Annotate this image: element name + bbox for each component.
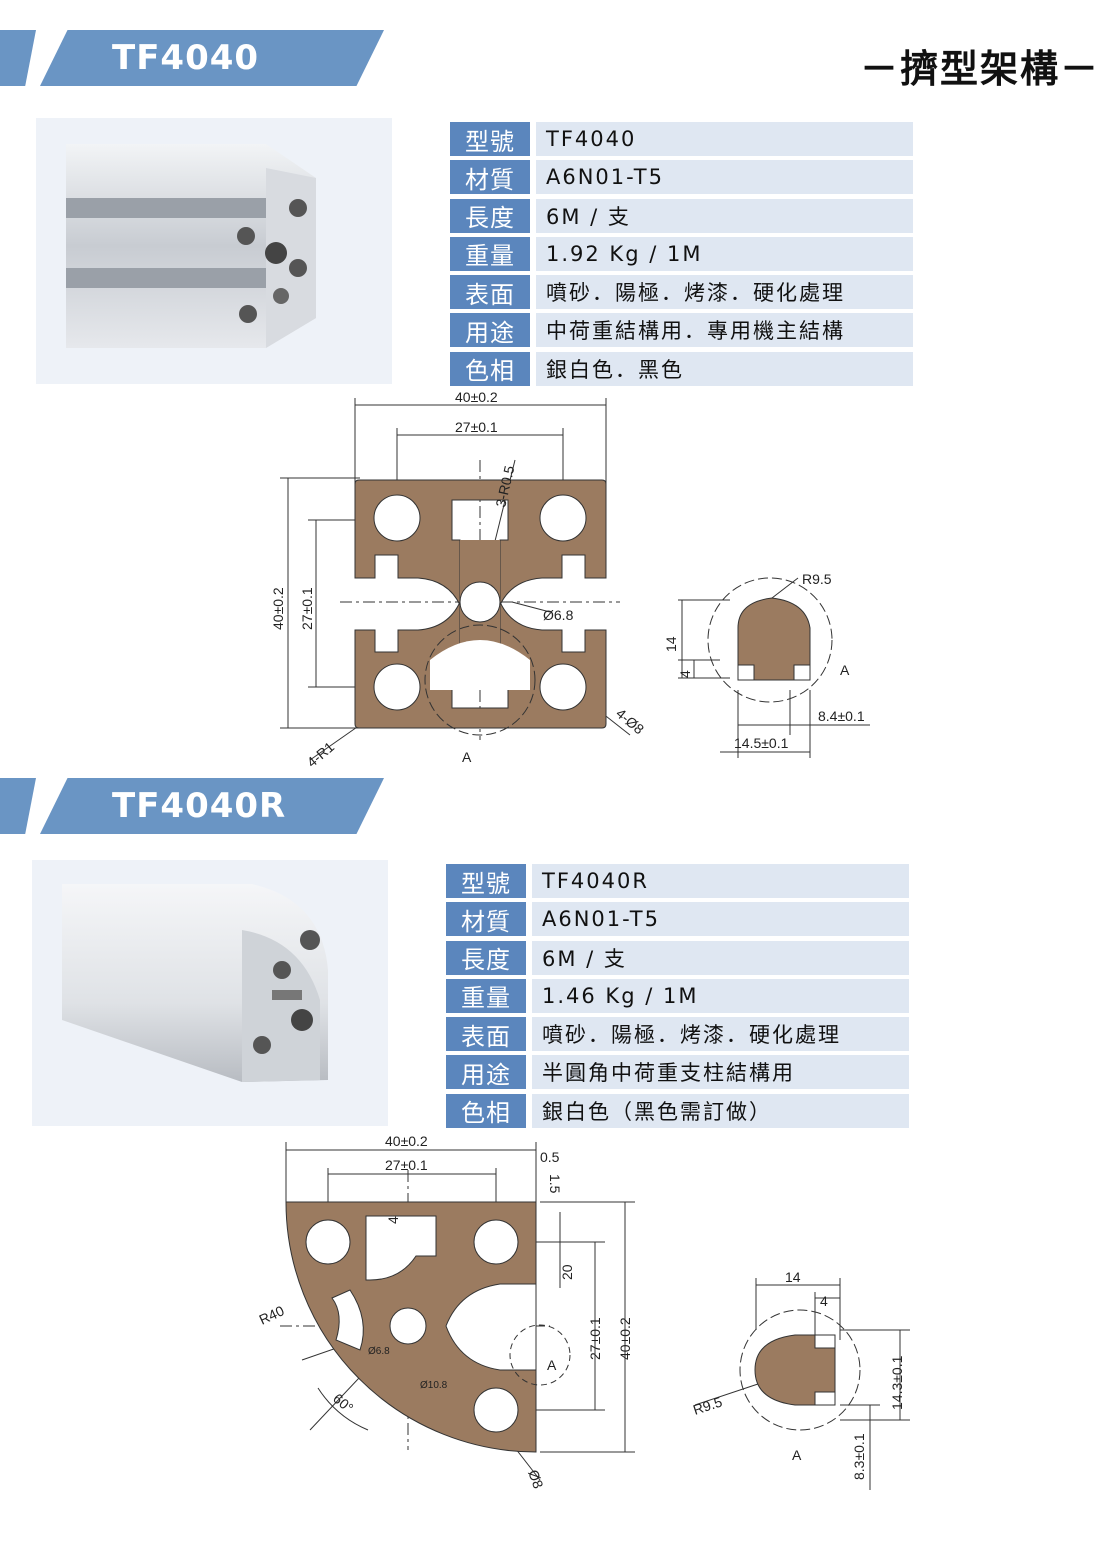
banner-strip-left-1	[0, 30, 36, 86]
drawing-tf4040: 40±0.2 27±0.1 3-R0.5 Ø6.8 40±0.2 27±0.1 …	[270, 390, 870, 770]
spec-label: 材質	[446, 902, 526, 937]
spec-label: 材質	[450, 160, 530, 195]
spec-label: 表面	[446, 1017, 526, 1052]
view-label: A	[462, 749, 472, 765]
spec-label: 長度	[450, 198, 530, 233]
banner-strip-left-2	[0, 778, 36, 834]
dim-inner-height: 27±0.1	[299, 587, 315, 630]
spec-value: 銀白色．黑色	[536, 351, 913, 386]
dim-holes4: 4-Ø8	[613, 705, 647, 737]
dim-15: 1.5	[547, 1174, 563, 1194]
spec-label: 色相	[446, 1093, 526, 1128]
dim-s83: 8.3±0.1	[851, 1433, 867, 1480]
dim-hole68: Ø6.8	[368, 1346, 390, 1357]
spec-row-surface: 表面噴砂．陽極．烤漆．硬化處理	[450, 275, 913, 310]
dim-145: 14.5±0.1	[734, 735, 789, 751]
spec-row-color: 色相銀白色（黑色需訂做）	[446, 1093, 909, 1128]
view-label: A	[547, 1357, 557, 1373]
spec-label: 表面	[450, 275, 530, 310]
product-photo-tf4040r	[32, 860, 388, 1126]
dim-corner: 4-R1	[304, 738, 338, 770]
dim-inner-width: 27±0.1	[385, 1157, 428, 1173]
spec-value: 中荷重結構用．專用機主結構	[536, 313, 913, 348]
dim-width: 40±0.2	[385, 1133, 428, 1149]
spec-value: 6M / 支	[532, 940, 909, 975]
spec-value: 噴砂．陽極．烤漆．硬化處理	[532, 1017, 909, 1052]
dim-height: 40±0.2	[270, 587, 286, 630]
spec-label: 重量	[450, 236, 530, 271]
spec-value: 6M / 支	[536, 198, 913, 233]
spec-value: 1.46 Kg / 1M	[532, 978, 909, 1013]
dim-inner-height: 27±0.1	[587, 1317, 603, 1360]
dim-width: 40±0.2	[455, 390, 498, 405]
spec-label: 用途	[446, 1055, 526, 1090]
dim-inner-width: 27±0.1	[455, 419, 498, 435]
view-a-label: A	[792, 1447, 802, 1463]
spec-label: 型號	[446, 864, 526, 898]
dim-hole: Ø6.8	[543, 607, 574, 623]
dim-84: 8.4±0.1	[818, 708, 865, 724]
spec-label: 型號	[450, 122, 530, 156]
dim-14: 14	[663, 636, 679, 652]
banner-strip-1	[40, 30, 384, 86]
dim-height: 40±0.2	[617, 1317, 633, 1360]
dim-4: 4	[677, 670, 693, 678]
dim-hole108: Ø10.8	[420, 1380, 448, 1391]
dim-hole8: Ø8	[525, 1468, 546, 1491]
dim-r40: R40	[257, 1302, 287, 1327]
spec-value: A6N01-T5	[536, 160, 913, 195]
spec-value: 半圓角中荷重支柱結構用	[532, 1055, 909, 1090]
dim-s143: 14.3±0.1	[889, 1355, 905, 1410]
spec-label: 長度	[446, 940, 526, 975]
dim-angle: 60°	[330, 1390, 357, 1416]
dim-20: 20	[559, 1264, 575, 1280]
spec-label: 用途	[450, 313, 530, 348]
dim-05: 0.5	[540, 1149, 560, 1165]
product-photo-tf4040	[36, 118, 392, 384]
drawing-tf4040r: 40±0.2 27±0.1 0.5 1.5 4 20 27±0.1 40±0.2…	[257, 1133, 910, 1491]
banner-strip-2	[40, 778, 384, 834]
page-title: －擠型架構－	[859, 47, 1100, 91]
dim-r95: R9.5	[802, 571, 832, 587]
spec-value: 噴砂．陽極．烤漆．硬化處理	[536, 275, 913, 310]
spec-row-usage: 用途中荷重結構用．專用機主結構	[450, 313, 913, 348]
banner-title-1: TF4040	[112, 38, 260, 78]
dim-4: 4	[385, 1216, 401, 1224]
spec-row-usage: 用途半圓角中荷重支柱結構用	[446, 1055, 909, 1090]
banner-title-2: TF4040R	[112, 786, 287, 826]
spec-label: 色相	[450, 351, 530, 386]
spec-value: 1.92 Kg / 1M	[536, 236, 913, 271]
spec-label: 重量	[446, 978, 526, 1013]
spec-value: TF4040R	[532, 864, 909, 898]
dim-s4: 4	[820, 1293, 828, 1309]
spec-row-surface: 表面噴砂．陽極．烤漆．硬化處理	[446, 1017, 909, 1052]
dim-s14: 14	[785, 1269, 801, 1285]
spec-value: A6N01-T5	[532, 902, 909, 937]
dim-sr95: R9.5	[691, 1393, 724, 1417]
spec-value: TF4040	[536, 122, 913, 156]
spec-value: 銀白色（黑色需訂做）	[532, 1093, 909, 1128]
spec-row-color: 色相銀白色．黑色	[450, 351, 913, 386]
view-a-label: A	[840, 662, 850, 678]
